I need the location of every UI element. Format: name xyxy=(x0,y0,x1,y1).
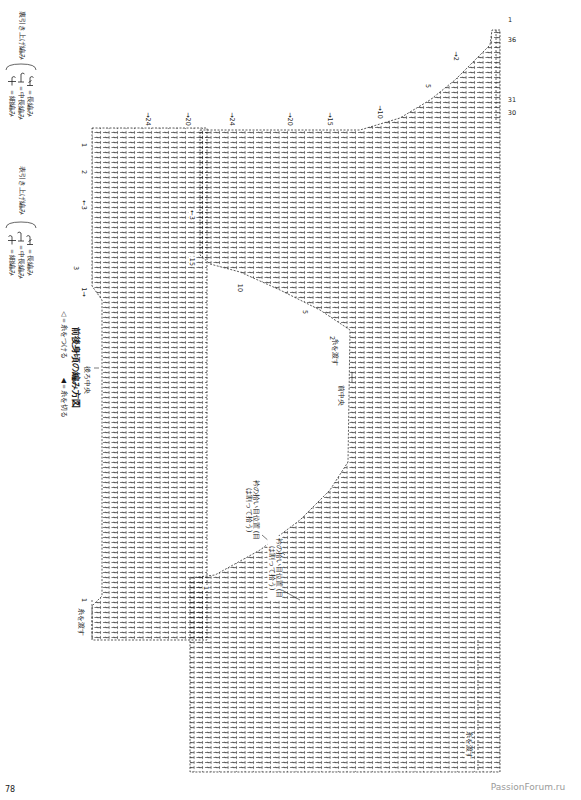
row-number: 1 xyxy=(81,597,88,603)
row-number: 1 xyxy=(507,17,513,24)
chart-note: 78 xyxy=(4,786,16,794)
legend-text: ＝長編み xyxy=(27,89,34,117)
row-number: →20 xyxy=(185,111,192,127)
row-number: 5 xyxy=(425,83,432,89)
chart-note: ◀＝糸を切る xyxy=(59,377,66,419)
chart-note: 後ろ中央 xyxy=(82,365,89,395)
back-piece xyxy=(92,128,207,640)
watermark: PassionForum.ru xyxy=(490,783,566,792)
row-number: →20 xyxy=(287,111,294,127)
chart-note: 糸を渡す xyxy=(330,337,337,367)
chart-note: 糸を渡す xyxy=(76,607,83,637)
chart-note: 前中央 xyxy=(336,384,343,407)
chart-title: 前後身頃の編み方図 xyxy=(72,326,81,409)
chart-note: 糸を渡す xyxy=(464,730,471,760)
row-number: →15 xyxy=(327,111,334,127)
chart-note: ◁＝糸をつける xyxy=(59,310,66,359)
stitch-symbol xyxy=(25,76,35,89)
leader-line xyxy=(94,368,352,600)
row-number: ←3 xyxy=(189,209,196,221)
legend-entry: ＝長編み xyxy=(25,235,35,276)
row-number: 2 xyxy=(329,335,336,341)
row-number: →24 xyxy=(229,111,236,127)
legend-entry: ＝長編み xyxy=(25,76,35,117)
legend-text: ＝長編み xyxy=(27,248,34,276)
chart-note: 表引き上げ編み xyxy=(17,165,24,216)
legend-text: ＝中長編み xyxy=(18,85,25,120)
row-number: ←3 xyxy=(81,199,88,211)
carry-line xyxy=(92,30,496,770)
stitch-symbol xyxy=(25,235,35,248)
row-number: 31 xyxy=(507,97,517,104)
row-number: 10 xyxy=(237,283,244,293)
legend-text: ＝中長編み xyxy=(18,244,25,279)
row-number: 30 xyxy=(507,110,517,117)
row-number: 1 xyxy=(203,585,210,591)
front-piece xyxy=(190,30,500,772)
chart-note: 衿の拾い目位置 (目は割って拾う) xyxy=(245,478,260,542)
legend-text: ＝細編み xyxy=(9,89,16,117)
legend-text: ＝細編み xyxy=(9,248,16,276)
legend-bracket xyxy=(6,64,36,70)
chart-note: 裏引き上げ編み xyxy=(17,10,24,61)
row-number: →24 xyxy=(145,111,152,127)
row-number: 2 xyxy=(81,169,88,175)
row-number: 3 xyxy=(73,265,80,271)
row-number: 1→ xyxy=(81,286,88,298)
row-number: 36 xyxy=(507,37,517,44)
row-number: 5 xyxy=(302,309,309,315)
row-number: →2 xyxy=(453,50,460,62)
row-number: →10 xyxy=(377,104,384,120)
row-number: 1 xyxy=(81,142,88,148)
legend-bracket xyxy=(6,222,36,228)
row-number: 15 xyxy=(189,257,196,267)
chart-note: 衿の拾い目位置 (目は割って拾う) xyxy=(268,536,283,600)
